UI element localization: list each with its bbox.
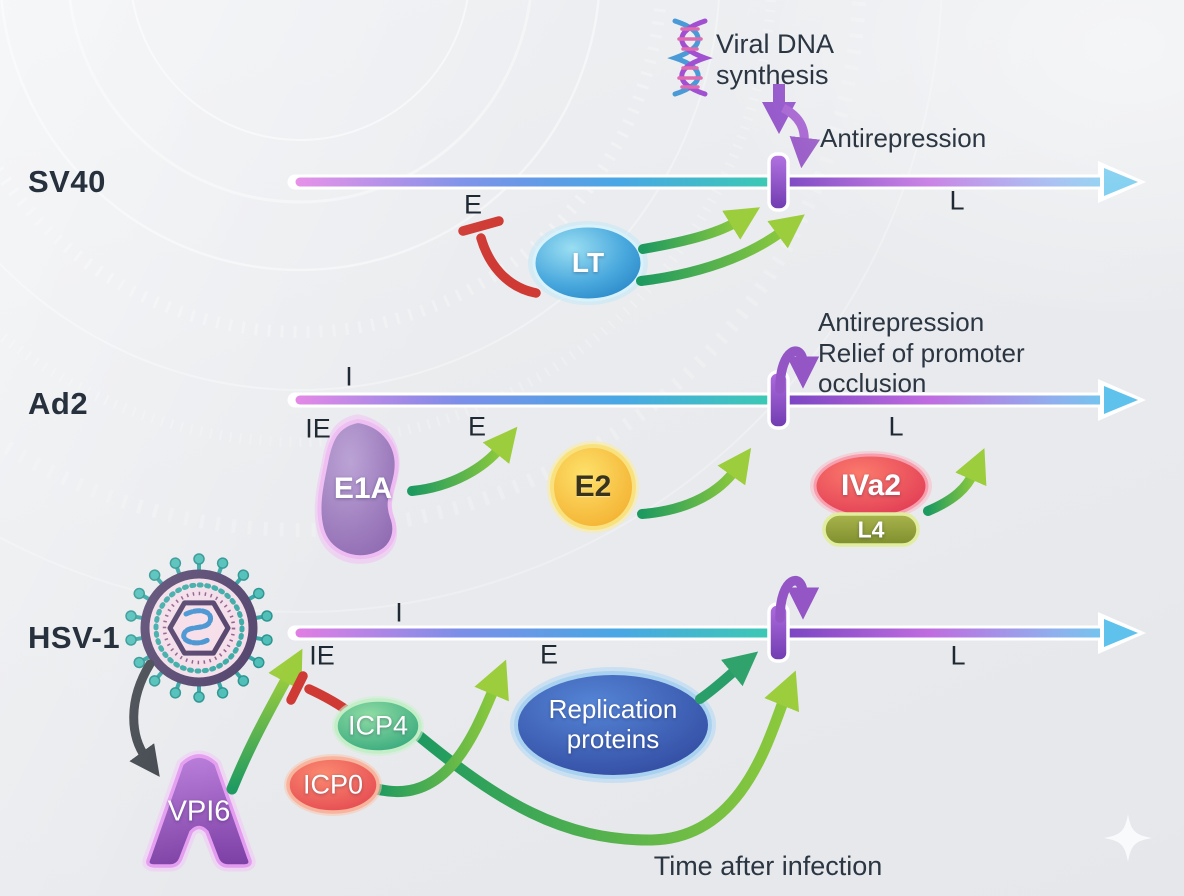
e2-label: E2 — [574, 470, 612, 503]
iva2-label: IVa2 — [840, 469, 902, 502]
ad2-antirepression-label: Antirepression — [818, 307, 985, 337]
lt-label: LT — [571, 247, 605, 278]
ad2-iva2-activation-arrow — [923, 448, 987, 516]
ad2-stage-ie: IE — [305, 413, 331, 444]
viral-dna-synthesis-label: Viral DNA synthesis — [716, 29, 833, 91]
hsv1-stage-i: I — [395, 597, 403, 628]
hsv1-stage-l: L — [950, 640, 966, 671]
sv40-stage-e: E — [463, 189, 483, 220]
sv40-promoter-bar — [767, 152, 790, 212]
e1a-label: E1A — [333, 472, 393, 505]
ad2-stage-i: I — [345, 361, 353, 392]
sv40-lt-activation-arrow-upper — [638, 207, 761, 254]
time-axis-label: Time after infection — [653, 851, 883, 881]
sv40-stage-l: L — [949, 185, 965, 216]
icp4-label: ICP4 — [347, 710, 409, 741]
ad2-stage-e: E — [467, 411, 487, 442]
hsv1-stage-e: E — [539, 639, 559, 670]
ad2-promoter-occlusion-label: Relief of promoter occlusion — [818, 338, 1025, 398]
hsv1-timeline — [287, 602, 1146, 663]
l4-label: L4 — [857, 516, 885, 543]
hsv1-replication-activation-arrow — [695, 651, 759, 704]
ad2-e2-activation-arrow — [637, 447, 752, 519]
dna-helix-icon — [667, 18, 713, 97]
hsv1-virus-to-vp16-arrow — [129, 659, 160, 777]
hsv1-vp16-activation-arrow — [226, 648, 303, 795]
sv40-antirepression-label: Antirepression — [820, 123, 987, 153]
sv40-dna-synthesis-arrow — [762, 84, 821, 169]
virus-particle-icon — [123, 552, 275, 704]
hsv1-stage-ie: IE — [309, 640, 335, 671]
background-arcs — [0, 0, 942, 612]
vp16-label: VPI6 — [167, 795, 231, 828]
row-label-hsv1: HSV-1 — [28, 620, 121, 655]
ad2-e1a-activation-arrow — [407, 426, 518, 496]
icp0-label: ICP0 — [302, 769, 364, 800]
row-label-sv40: SV40 — [28, 164, 106, 199]
ad2-stage-l: L — [888, 411, 904, 442]
sv40-timeline — [287, 152, 1146, 212]
sparkle-icon — [1104, 814, 1152, 862]
hsv1-antirepression-hook-arrow — [775, 576, 820, 623]
replication-proteins-label: Replication proteins — [548, 694, 678, 754]
row-label-ad2: Ad2 — [28, 386, 89, 421]
